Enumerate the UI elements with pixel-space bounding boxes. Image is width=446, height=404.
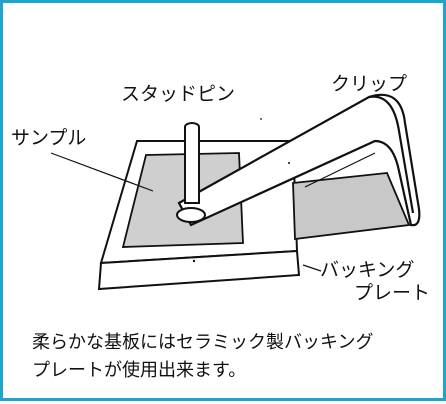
sample-mount-illustration (50, 93, 421, 291)
label-sample: サンプル (11, 127, 87, 149)
clip (177, 93, 421, 227)
clip-side-panel (292, 172, 411, 241)
label-backing-plate-line2: プレート (354, 282, 431, 304)
leader-lines (50, 152, 322, 272)
label-stud-pin: スタッドピン (121, 83, 236, 105)
label-clip: クリップ (331, 73, 408, 95)
label-backing-plate-line1: バッキング (320, 259, 415, 281)
caption: 柔らかな基板にはセラミック製バッキング プレートが使用出来ます。 (32, 329, 373, 385)
caption-line-2: プレートが使用出来ます。 (32, 360, 247, 381)
caption-line-1: 柔らかな基板にはセラミック製バッキング (32, 332, 374, 353)
texture-dots (192, 118, 290, 263)
stud-pin (176, 122, 206, 223)
